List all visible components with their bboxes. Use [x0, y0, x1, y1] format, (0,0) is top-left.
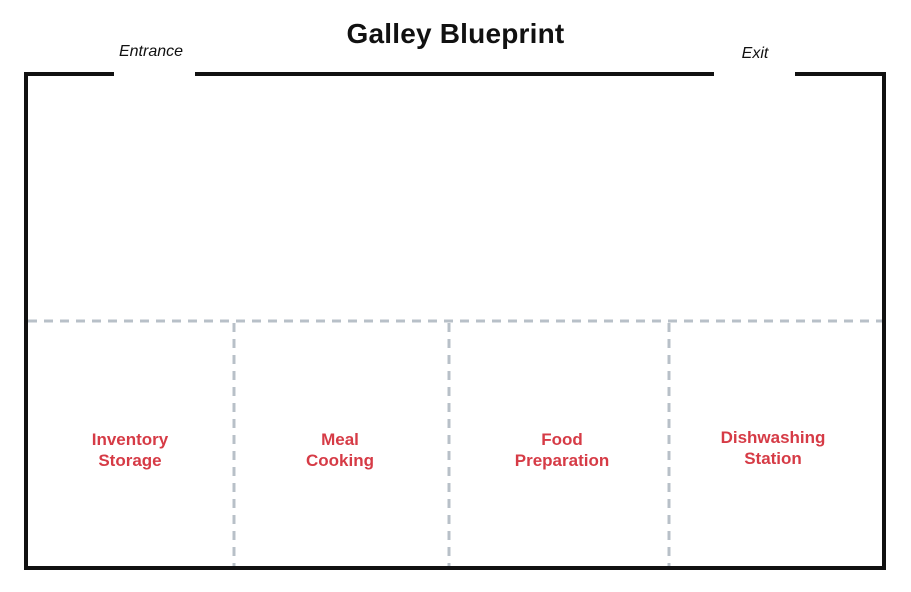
zone-label-line: Storage [98, 451, 162, 470]
zone-label-line: Cooking [306, 451, 374, 470]
zone-label-line: Dishwashing [720, 428, 826, 447]
exit-label: Exit [741, 45, 769, 62]
zone-dishwashing-station: Dishwashing Station [678, 427, 868, 469]
zone-label-line: Food [541, 430, 583, 449]
zone-label-line: Inventory [91, 430, 169, 449]
zone-label-line: Meal [321, 430, 359, 449]
zone-food-preparation: Food Preparation [467, 429, 657, 471]
zone-meal-cooking: Meal Cooking [245, 429, 435, 471]
zone-label-line: Station [744, 449, 802, 468]
zone-label-line: Preparation [514, 451, 610, 470]
diagram-title: Galley Blueprint [346, 18, 565, 49]
zone-inventory-storage: Inventory Storage [35, 429, 225, 471]
entrance-label: Entrance [118, 43, 184, 60]
